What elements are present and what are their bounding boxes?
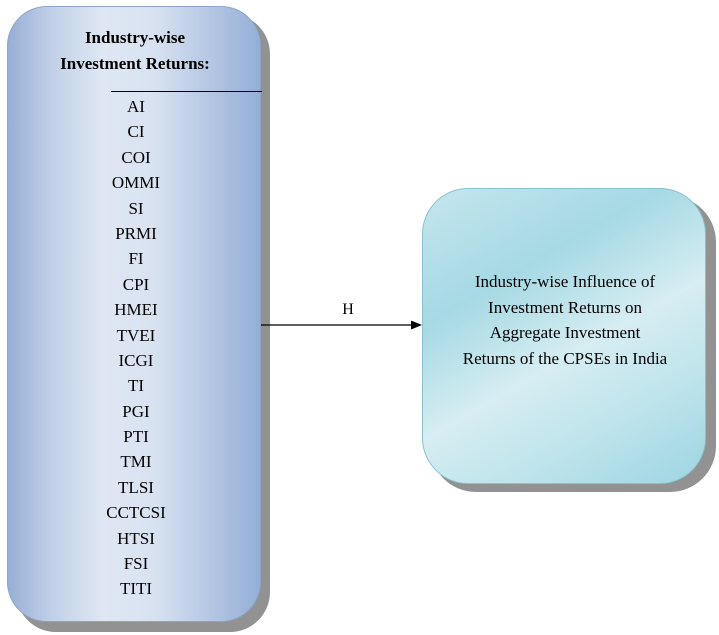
- industry-item: TMI: [120, 452, 152, 472]
- industry-item: SI: [128, 198, 144, 218]
- industry-returns-title: Industry-wise Investment Returns:: [8, 25, 262, 77]
- industry-item: HTSI: [117, 528, 155, 548]
- title-line-1: Industry-wise: [84, 28, 186, 47]
- industry-item: TITI: [119, 579, 153, 599]
- industry-item: TVEI: [116, 325, 156, 345]
- industry-item: TLSI: [118, 477, 154, 497]
- industry-item: TI: [127, 376, 145, 396]
- right-line-4: Returns of the CPSEs in India: [462, 348, 668, 368]
- industry-returns-box: Industry-wise Investment Returns: AI CI CO…: [7, 6, 262, 622]
- title-underline: [111, 91, 262, 92]
- arrow-head: [411, 320, 422, 330]
- industry-item: ICGI: [118, 350, 154, 370]
- title-line-2: Investment Returns:: [60, 54, 210, 73]
- industry-item: CI: [127, 122, 145, 142]
- industry-item: FSI: [123, 554, 149, 574]
- industry-item: PRMI: [115, 223, 157, 243]
- right-line-3: Aggregate Investment: [489, 323, 641, 342]
- right-line-1: Industry-wise Influence of: [474, 272, 656, 291]
- industry-item: PTI: [123, 427, 149, 447]
- arrow-label: H: [342, 301, 354, 318]
- right-line-2: Investment Returns on: [488, 297, 642, 317]
- industry-item: HMEI: [114, 300, 158, 320]
- industry-item: CCTCSI: [106, 503, 166, 523]
- aggregate-returns-text: Industry-wise Influence of Investment Re…: [423, 269, 707, 371]
- industry-item: FI: [128, 249, 144, 269]
- industry-item: CPI: [122, 274, 150, 294]
- industry-abbreviation-list: AI CI COI OMMI SI PRMI FI CPI HMEI TVEI ICGI TI PGI P…: [8, 94, 262, 602]
- aggregate-returns-box: Industry-wise Influence of Investment Re…: [422, 188, 706, 484]
- industry-item: COI: [121, 147, 151, 167]
- industry-item: OMMI: [111, 173, 161, 193]
- industry-item: AI: [127, 97, 145, 116]
- industry-item: PGI: [122, 401, 150, 421]
